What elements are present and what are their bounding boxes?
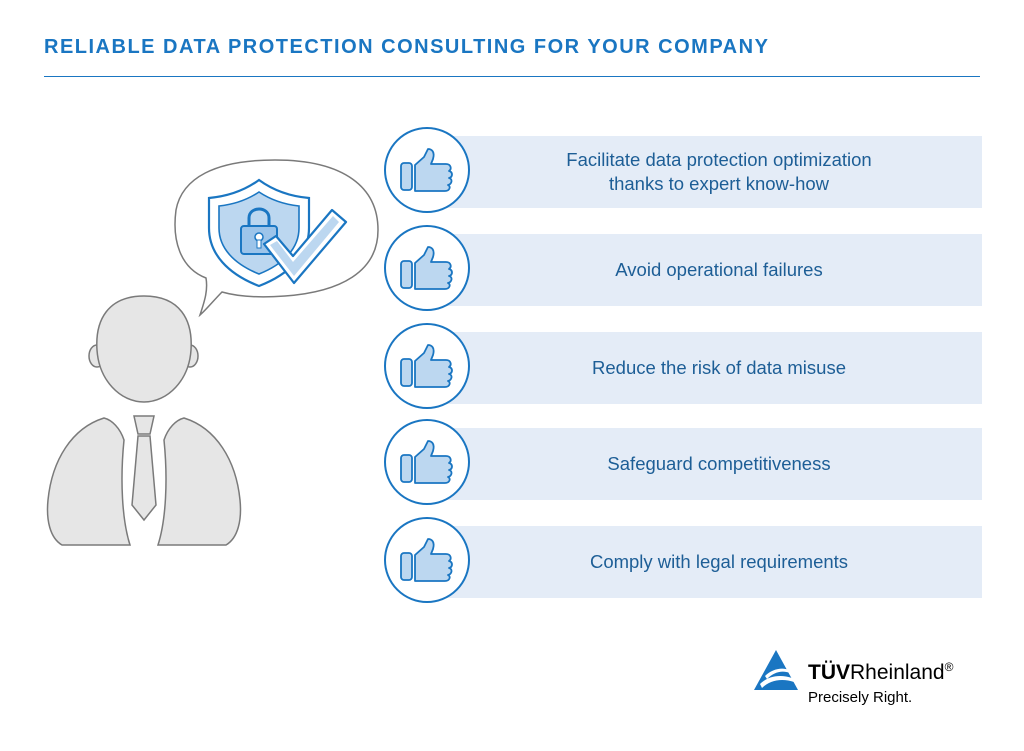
- benefit-item: Facilitate data protection optimization …: [384, 127, 982, 217]
- shield-lock-check-icon: [207, 178, 348, 288]
- benefit-item: Avoid operational failures: [384, 225, 982, 315]
- benefit-icon-circle: [384, 127, 470, 213]
- benefit-label: Reduce the risk of data misuse: [592, 357, 846, 378]
- benefit-label: Comply with legal requirements: [589, 551, 849, 572]
- benefit-icon-circle: [384, 225, 470, 311]
- thumbs-up-icon: [400, 538, 453, 582]
- benefit-label: Facilitate data protection optimization …: [566, 149, 872, 194]
- benefit-item: Comply with legal requirements: [384, 517, 982, 607]
- logo-tagline: Precisely Right.: [808, 689, 913, 706]
- thumbs-up-icon: [400, 440, 453, 484]
- thumbs-up-icon: [400, 246, 453, 290]
- benefit-bar: [424, 332, 982, 404]
- benefit-bar: [424, 234, 982, 306]
- tuv-rheinland-logo: TÜVRheinland® Precisely Right.: [752, 646, 992, 716]
- benefit-label: Safeguard competitiveness: [607, 453, 831, 474]
- thumbs-up-icon: [400, 148, 453, 192]
- title-divider: [44, 76, 980, 77]
- person-icon: [46, 295, 242, 546]
- benefit-icon-circle: [384, 419, 470, 505]
- benefit-icon-circle: [384, 323, 470, 409]
- benefit-icon-circle: [384, 517, 470, 603]
- benefit-item: Reduce the risk of data misuse: [384, 323, 982, 413]
- benefit-item: Safeguard competitiveness: [384, 419, 982, 509]
- benefit-bar: [424, 136, 982, 208]
- person-illustration: [46, 159, 379, 546]
- benefit-label: Avoid operational failures: [615, 259, 823, 280]
- logo-wordmark: TÜVRheinland®: [808, 660, 954, 684]
- benefit-bar: [424, 526, 982, 598]
- thumbs-up-icon: [400, 344, 453, 388]
- triangle-logo-icon: [754, 650, 798, 690]
- page-title: RELIABLE DATA PROTECTION CONSULTING FOR …: [44, 36, 770, 58]
- benefit-bar: [424, 428, 982, 500]
